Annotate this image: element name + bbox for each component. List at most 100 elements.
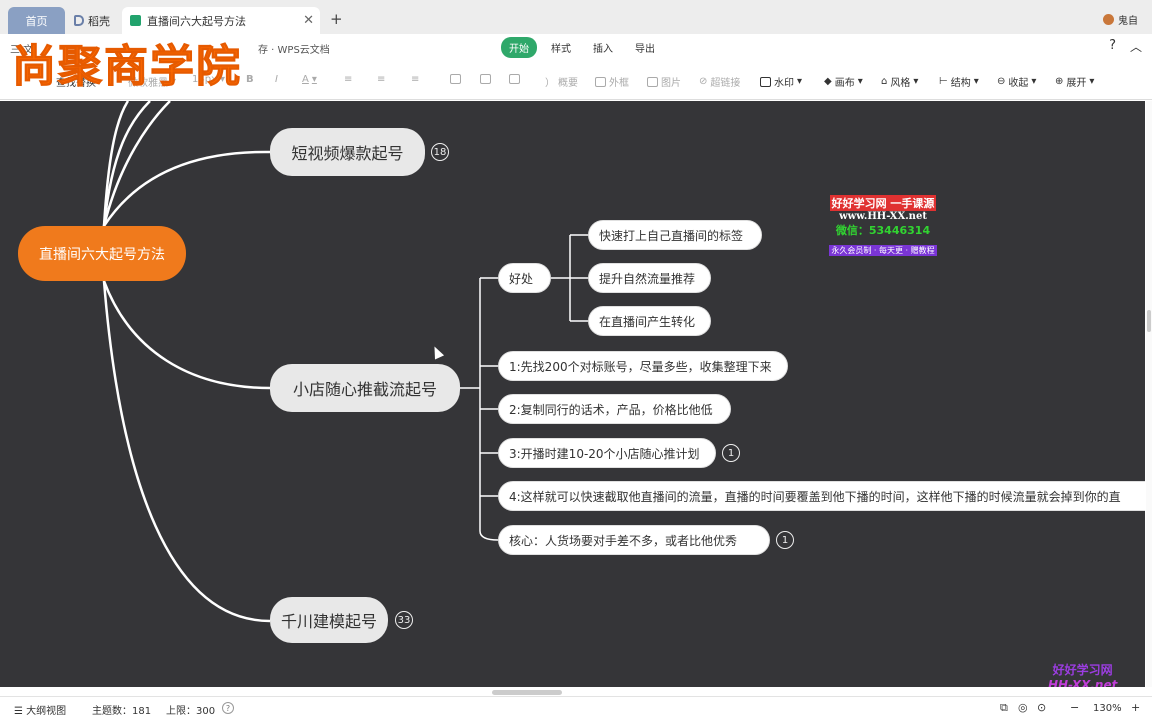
locate-icon[interactable]: ⊙ xyxy=(1037,701,1047,714)
outline-summary-button[interactable]: ）概要 xyxy=(545,74,578,89)
collapse-ribbon-icon[interactable]: ︿ xyxy=(1129,40,1142,54)
font-color-button[interactable]: A ▾ xyxy=(302,74,317,85)
tab-start[interactable]: 开始 xyxy=(501,37,537,58)
step-node[interactable]: 4:这样就可以快速截取他直播间的流量，直播的时间要覆盖到他下播的时间，这样他下播… xyxy=(498,481,1145,511)
vertical-scrollbar[interactable] xyxy=(1146,101,1152,687)
stamp-line-3: 微信：53446314 xyxy=(835,224,931,237)
branch-short-video[interactable]: 短视频爆款起号 xyxy=(270,128,425,176)
tab-document-label: 直播间六大起号方法 xyxy=(147,14,246,28)
topic-count: 主题数：181 xyxy=(92,706,152,717)
hyperlink-label: 超链接 xyxy=(710,78,741,89)
image-button[interactable]: 图片 xyxy=(647,74,681,89)
bold-button[interactable]: B xyxy=(246,74,254,85)
align-center-icon[interactable]: ≡ xyxy=(377,74,386,85)
status-bar: ☰ 大纲视图 主题数：181 上限：300 ? ⧉ ◎ ⊙ − 130% + xyxy=(0,696,1152,720)
image-label: 图片 xyxy=(661,78,681,89)
step-label: 核心：人货场要对手差不多，或者比他优秀 xyxy=(509,533,738,548)
horizontal-scroll-thumb[interactable] xyxy=(492,690,562,695)
step-label: 4:这样就可以快速截取他直播间的流量，直播的时间要覆盖到他下播的时间，这样他下播… xyxy=(509,489,1121,504)
find-replace-button[interactable]: 查找替换 xyxy=(56,74,96,89)
tab-export[interactable]: 导出 xyxy=(635,44,655,55)
collapsed-count-badge[interactable]: 1 xyxy=(722,444,740,462)
corner-logo-line-2: HH-XX.net xyxy=(1048,678,1118,687)
watermark-stamp: 好好学习网 一手课源 www.HH-XX.net 微信：53446314 永久会… xyxy=(826,192,940,257)
tab-daoke[interactable]: 稻壳 xyxy=(70,7,120,34)
insert-child-icon[interactable] xyxy=(480,74,491,84)
cloud-save-status: 存 · WPS云文档 xyxy=(258,45,330,56)
step-node[interactable]: 1:先找200个对标账号，尽量多些，收集整理下来 xyxy=(498,351,788,381)
hyperlink-button[interactable]: ⊘超链接 xyxy=(699,74,740,89)
canvas-label: 画布 xyxy=(834,78,855,89)
vertical-scroll-thumb[interactable] xyxy=(1147,310,1151,332)
fold-button[interactable]: ⊖收起 ▾ xyxy=(997,76,1037,89)
expand-button[interactable]: ⊕展开 ▾ xyxy=(1055,76,1095,89)
eye-icon[interactable]: ◎ xyxy=(1018,701,1028,714)
structure-button[interactable]: ⊢结构 ▾ xyxy=(939,76,979,89)
italic-button[interactable]: I xyxy=(275,74,278,85)
tab-home-label: 首页 xyxy=(25,14,48,28)
tab-style[interactable]: 样式 xyxy=(551,44,571,55)
border-icon xyxy=(595,76,606,87)
align-left-icon[interactable]: ≡ xyxy=(344,74,353,85)
collapsed-count-badge[interactable]: 1 xyxy=(776,531,794,549)
zoom-out-button[interactable]: − xyxy=(1070,701,1080,714)
topic-limit: 上限：300 xyxy=(166,706,216,717)
outline-view-button[interactable]: ☰ 大纲视图 xyxy=(14,706,67,717)
menu-bar: 三 文 存 · WPS云文档 开始 样式 插入 导出 ? ︿ xyxy=(0,34,1152,62)
user-name: 鬼自 xyxy=(1118,16,1138,27)
border-button[interactable]: 外框 xyxy=(595,74,629,89)
find-replace-label: 查找替换 xyxy=(56,78,96,89)
fold-label: 收起 xyxy=(1008,78,1029,89)
benefit-item[interactable]: 快速打上自己直播间的标签 xyxy=(588,220,762,250)
benefit-item[interactable]: 提升自然流量推荐 xyxy=(588,263,711,293)
structure-label: 结构 xyxy=(950,78,971,89)
structure-icon: ⊢ xyxy=(939,76,948,87)
new-tab-button[interactable]: + xyxy=(330,10,343,28)
font-color-label: A xyxy=(302,74,309,85)
style-label: 风格 xyxy=(890,78,911,89)
mindmap-canvas[interactable]: 直播间六大起号方法 短视频爆款起号 18 小店随心推截流起号 千川建模起号 33… xyxy=(0,101,1145,687)
benefit-item[interactable]: 在直播间产生转化 xyxy=(588,306,711,336)
step-node[interactable]: 2:复制同行的话术，产品，价格比他低 xyxy=(498,394,731,424)
screenshot-icon[interactable]: ⧉ xyxy=(1000,701,1008,714)
font-select[interactable]: 微软雅黑 ▾ xyxy=(128,76,177,89)
stamp-line-1: 好好学习网 一手课源 xyxy=(829,195,937,211)
insert-sibling-icon[interactable] xyxy=(450,74,461,84)
tab-document[interactable]: 直播间六大起号方法 ✕ xyxy=(122,7,320,34)
tab-insert[interactable]: 插入 xyxy=(593,44,613,55)
align-right-icon[interactable]: ≡ xyxy=(411,74,420,85)
user-account[interactable]: 鬼自 xyxy=(1103,12,1138,27)
root-node[interactable]: 直播间六大起号方法 xyxy=(18,226,186,281)
mindmap-doc-icon xyxy=(130,15,141,26)
branch-qianchuan[interactable]: 千川建模起号 xyxy=(270,597,388,643)
theme-style-button[interactable]: ⌂风格 ▾ xyxy=(881,76,919,89)
tab-home[interactable]: 首页 xyxy=(8,7,65,34)
collapsed-count-badge[interactable]: 33 xyxy=(395,611,413,629)
step-node[interactable]: 3:开播时建10-20个小店随心推计划 xyxy=(498,438,716,468)
font-size-select[interactable]: 14px ▾ xyxy=(192,74,226,85)
zoom-in-button[interactable]: + xyxy=(1131,701,1141,714)
watermark-button[interactable]: 水印 ▾ xyxy=(760,74,802,89)
close-tab-icon[interactable]: ✕ xyxy=(303,13,314,28)
font-size-value: 14px xyxy=(192,74,217,85)
link-icon: ⊘ xyxy=(699,76,708,87)
benefit-node[interactable]: 好处 xyxy=(498,263,551,293)
branch-shop-boost[interactable]: 小店随心推截流起号 xyxy=(270,364,460,412)
corner-watermark-logo: 好好学习网 HH-XX.net xyxy=(1048,661,1117,687)
step-label: 1:先找200个对标账号，尽量多些，收集整理下来 xyxy=(509,359,772,374)
insert-parent-icon[interactable] xyxy=(509,74,520,84)
help-icon[interactable]: ? xyxy=(1109,38,1116,53)
step-node[interactable]: 核心：人货场要对手差不多，或者比他优秀 xyxy=(498,525,770,555)
canvas-button[interactable]: ◆画布 ▾ xyxy=(824,76,863,89)
file-menu[interactable]: 三 文 xyxy=(10,45,34,56)
collapsed-count-badge[interactable]: 18 xyxy=(431,143,449,161)
help-circle-icon[interactable]: ? xyxy=(222,702,234,714)
ribbon-tabs: 开始 样式 插入 导出 xyxy=(501,37,663,58)
border-label: 外框 xyxy=(609,78,629,89)
daoke-icon xyxy=(74,15,84,26)
zoom-level: 130% xyxy=(1093,703,1122,714)
step-label: 2:复制同行的话术，产品，价格比他低 xyxy=(509,402,713,417)
benefit-item-label: 提升自然流量推荐 xyxy=(599,271,696,286)
watermark-logo: 尚聚商学院 xyxy=(12,41,242,93)
benefit-item-label: 在直播间产生转化 xyxy=(599,314,696,329)
